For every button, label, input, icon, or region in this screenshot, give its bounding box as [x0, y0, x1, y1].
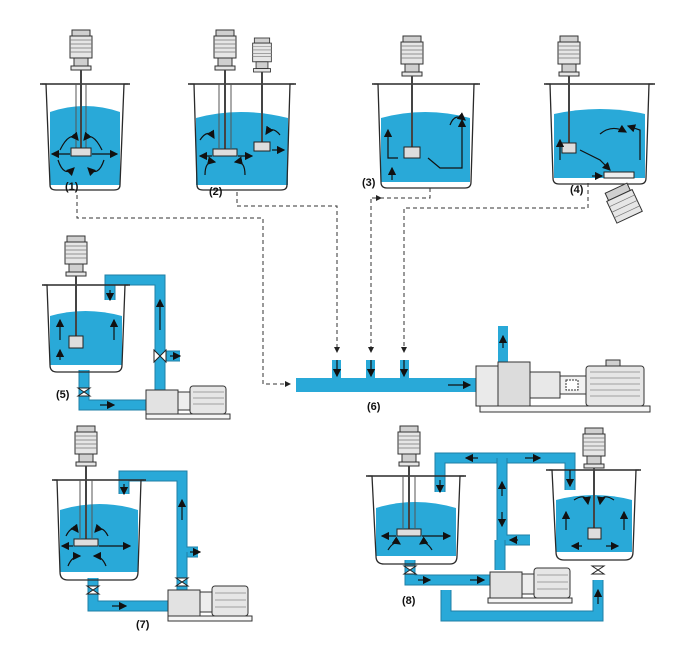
tank-2 [188, 29, 296, 191]
label-7: (7) [136, 619, 150, 631]
label-6: (6) [367, 401, 381, 413]
tank-4 [544, 35, 655, 224]
label-2: (2) [209, 186, 223, 198]
tank-8 [366, 425, 641, 622]
label-1: (1) [65, 181, 79, 193]
tank-1 [40, 29, 130, 191]
label-5: (5) [56, 389, 70, 401]
dashed-connectors [76, 183, 589, 387]
tank-5 [42, 235, 231, 420]
label-4: (4) [570, 184, 584, 196]
inline-mixer-6 [296, 326, 651, 413]
label-3: (3) [362, 177, 376, 189]
label-8: (8) [402, 595, 416, 607]
tank-7 [52, 425, 253, 622]
tank-3 [372, 35, 480, 189]
